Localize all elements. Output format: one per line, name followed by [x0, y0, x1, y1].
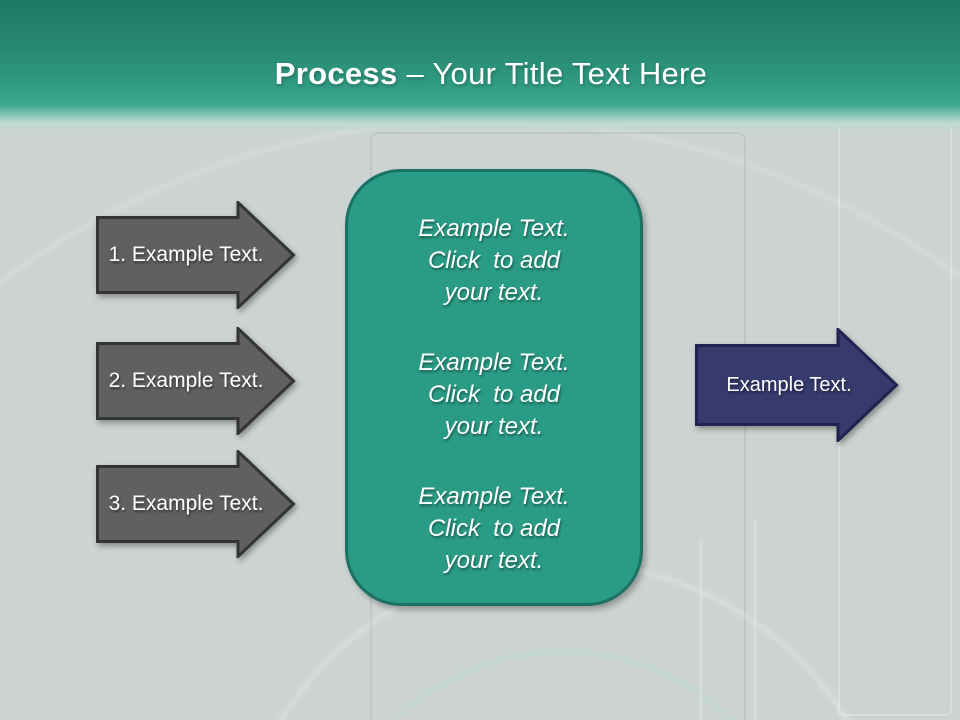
- process-arrow-1[interactable]: 1. Example Text.: [96, 201, 296, 309]
- right-arrow-icon: [96, 327, 296, 435]
- process-arrow-3[interactable]: 3. Example Text.: [96, 450, 296, 558]
- process-arrow-2[interactable]: 2. Example Text.: [96, 327, 296, 435]
- header-band: Process– Your Title Text Here: [0, 0, 960, 132]
- text-line: Click to add: [427, 247, 561, 274]
- text-line: Click to add: [427, 515, 561, 542]
- center-text-panel[interactable]: Example Text. Click to add your text. Ex…: [345, 169, 643, 606]
- slide-title-regular: – Your Title Text Here: [406, 56, 708, 91]
- right-arrow-icon: [695, 328, 899, 442]
- text-block-3: Example Text. Click to add your text.: [360, 481, 628, 577]
- slide-title: Process– Your Title Text Here: [0, 56, 960, 92]
- process-arrow-2-label: 2. Example Text.: [108, 369, 264, 392]
- text-line: Example Text.: [418, 349, 570, 376]
- process-arrow-1-label: 1. Example Text.: [108, 243, 264, 266]
- output-arrow[interactable]: Example Text.: [695, 328, 899, 442]
- text-line: Example Text.: [418, 215, 570, 242]
- text-line: Click to add: [427, 381, 561, 408]
- right-arrow-icon: [96, 201, 296, 309]
- output-arrow-label: Example Text.: [726, 373, 852, 396]
- slide-title-bold: Process: [274, 56, 398, 91]
- text-block-1: Example Text. Click to add your text.: [360, 213, 628, 309]
- right-arrow-icon: [96, 450, 296, 558]
- text-line: Example Text.: [418, 483, 570, 510]
- text-line: your text.: [444, 413, 544, 440]
- text-line: your text.: [444, 547, 544, 574]
- text-line: your text.: [444, 279, 544, 306]
- process-arrow-3-label: 3. Example Text.: [108, 492, 264, 515]
- bg-line: [700, 540, 702, 720]
- text-block-2: Example Text. Click to add your text.: [360, 347, 628, 443]
- bg-line: [754, 520, 756, 720]
